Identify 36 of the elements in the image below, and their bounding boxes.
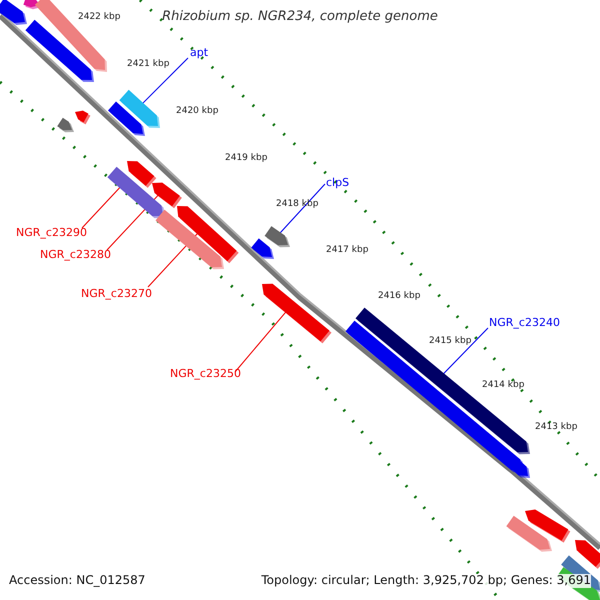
tick-label: 2421 kbp: [127, 59, 170, 70]
tick-label: 2417 kbp: [326, 245, 368, 256]
tick-label: 2416 kbp: [378, 291, 420, 302]
gene-segment: [264, 226, 290, 248]
tick-label: 2419 kbp: [225, 153, 268, 164]
gene-label: NGR_c23270: [81, 288, 152, 301]
genome-info-text: Topology: circular; Length: 3,925,702 bp; Genes: 3,691: [261, 574, 591, 588]
gene-label: NGR_c23240: [489, 317, 560, 330]
tick-label: 2422 kbp: [78, 12, 120, 22]
tick-label: 2414 kbp: [482, 380, 524, 390]
gene-segment: [152, 182, 182, 208]
gene-segment: [506, 516, 552, 552]
gene-segment: [262, 284, 332, 344]
leader-line: [442, 328, 488, 374]
gene-label: apt: [190, 47, 208, 60]
gene-segment: [25, 20, 94, 82]
gene-segment: [156, 210, 224, 270]
gene-segment: [57, 118, 74, 132]
gene-segment: [251, 238, 274, 259]
gene-label: NGR_c23280: [40, 249, 111, 262]
tick-label: 2415 kbp: [429, 336, 472, 346]
leader-line: [82, 186, 121, 228]
gene-segment: [513, 462, 530, 478]
gene-segment: [575, 540, 600, 569]
gene-segment: [108, 102, 145, 136]
gene-segment: [0, 0, 27, 25]
tick-label: 2420 kbp: [176, 106, 218, 116]
gene-segment: [75, 110, 90, 124]
gene-label: NGR_c23290: [16, 227, 87, 240]
accession-text: Accession: NC_012587: [9, 574, 146, 588]
leader-line: [280, 184, 326, 234]
gene-label: NGR_c23250: [170, 368, 241, 381]
title: Rhizobium sp. NGR234, complete genome: [162, 10, 438, 25]
leader-line: [142, 58, 188, 104]
tick-label: 2413 kbp: [535, 422, 578, 432]
gene-label: clpS: [326, 177, 350, 190]
